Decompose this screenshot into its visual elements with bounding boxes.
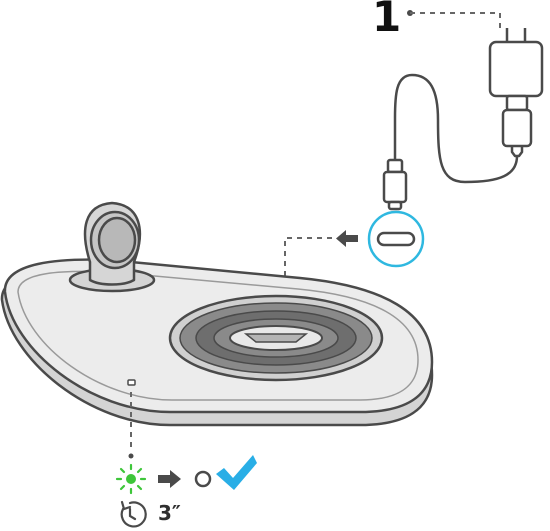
usb-cable bbox=[393, 73, 519, 184]
base-led-indicator bbox=[127, 379, 136, 386]
usb-a-plug-icon bbox=[501, 108, 533, 158]
wireless-charging-pad bbox=[168, 294, 384, 382]
clock-icon bbox=[120, 500, 147, 528]
step-leader-line bbox=[407, 10, 501, 28]
led-leader-line bbox=[128, 392, 134, 459]
usb-c-plug-icon bbox=[382, 158, 408, 211]
led-green-icon bbox=[115, 463, 147, 495]
led-off-circle-icon bbox=[194, 470, 212, 488]
watch-stand bbox=[68, 201, 156, 293]
wall-plug-adapter-icon bbox=[488, 28, 544, 112]
arrow-left-icon bbox=[336, 230, 358, 247]
step-number: 1 bbox=[372, 0, 402, 41]
usb-c-port-icon bbox=[367, 210, 425, 268]
checkmark-icon bbox=[216, 455, 257, 490]
timer-duration-label: 3″ bbox=[158, 501, 181, 525]
arrow-right-icon bbox=[158, 470, 181, 488]
